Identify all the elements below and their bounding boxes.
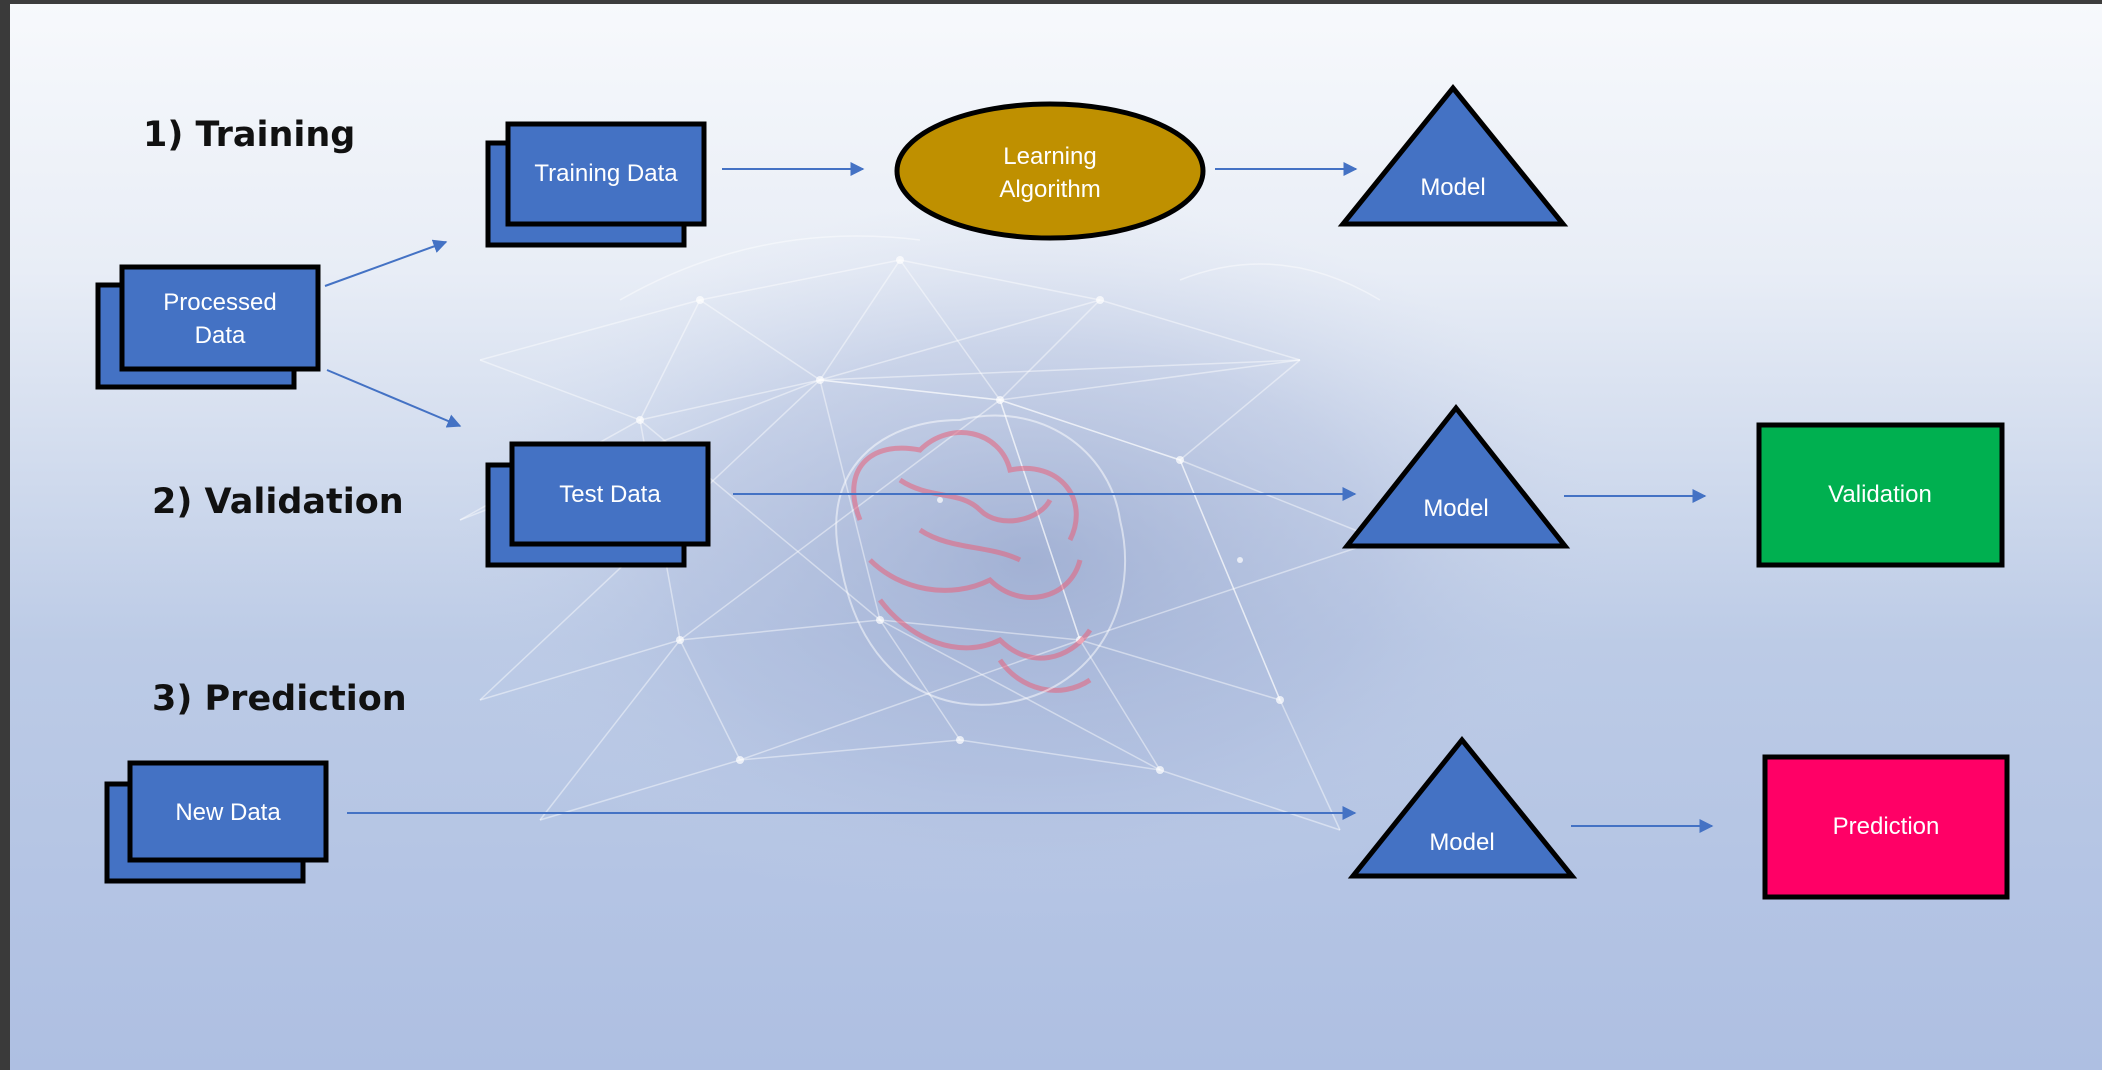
validation-result-node: Validation — [1756, 422, 2005, 568]
left-border — [0, 0, 10, 1070]
model-prediction-label: Model — [1429, 829, 1494, 856]
processed-data-label-line1: Processed — [163, 289, 276, 316]
learning-algorithm-label-line2: Algorithm — [999, 176, 1100, 203]
section-training-label: 1) Training — [143, 115, 355, 155]
model-validation-node: Model — [1341, 403, 1571, 549]
arrow-processed-to-training — [324, 239, 448, 287]
processed-data-node: Processed Data — [95, 264, 321, 390]
test-data-node: Test Data — [485, 441, 711, 568]
prediction-result-node: Prediction — [1762, 754, 2010, 900]
new-data-label: New Data — [175, 799, 281, 826]
section-prediction-label: 3) Prediction — [152, 679, 407, 719]
new-data-node: New Data — [104, 760, 329, 884]
connector-arrows — [324, 162, 1714, 833]
training-data-node: Training Data — [485, 121, 707, 248]
model-training-label: Model — [1420, 174, 1485, 201]
test-data-label: Test Data — [559, 481, 661, 508]
learning-algorithm-node: Learning Algorithm — [894, 101, 1206, 241]
brain-network-graphic — [450, 200, 1610, 920]
section-validation-label: 2) Validation — [152, 482, 404, 522]
training-data-label: Training Data — [534, 160, 678, 187]
arrow-processed-to-test — [326, 369, 462, 428]
prediction-result-label: Prediction — [1833, 813, 1940, 840]
model-training-node: Model — [1337, 84, 1569, 227]
model-validation-label: Model — [1423, 495, 1488, 522]
learning-algorithm-label-line1: Learning — [1003, 143, 1096, 170]
model-prediction-node: Model — [1347, 736, 1578, 879]
processed-data-label-line2: Data — [195, 322, 246, 349]
validation-result-label: Validation — [1828, 481, 1932, 508]
